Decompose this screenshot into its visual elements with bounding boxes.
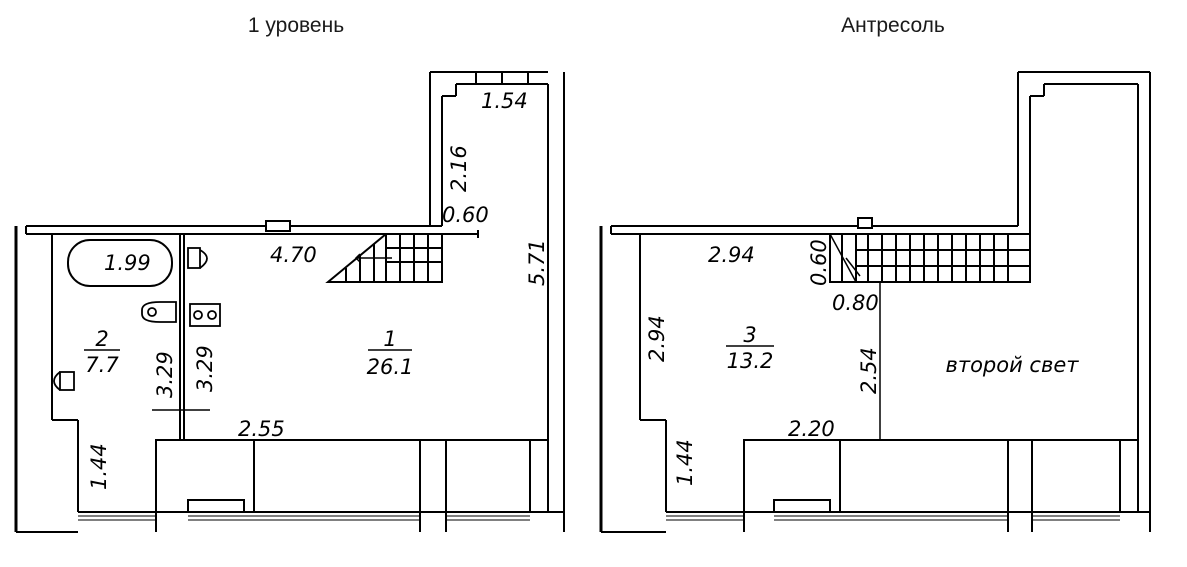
mezz-dim-1-44: 1.44 [673,439,697,486]
dim-2-55: 2.55 [238,417,285,441]
sink-icon [141,301,177,323]
room-number: 1 [383,327,396,351]
dim-3-29-left: 3.29 [153,351,177,398]
dim-1-99: 1.99 [104,251,151,275]
room-label-2: 2 7.7 [84,327,120,377]
mezz-dim-0-80: 0.80 [832,291,879,315]
room-area: 7.7 [85,353,119,377]
dim-0-60: 0.60 [442,203,489,227]
toilet-icon [187,247,208,269]
void-label: второй свет [945,353,1079,377]
level1-plan [14,71,565,533]
mezz-dim-2-20: 2.20 [788,417,835,441]
dim-4-70: 4.70 [270,243,317,267]
mezzanine-staircase [829,233,1031,283]
mezzanine-plan [599,71,1151,533]
room-area: 13.2 [727,349,774,373]
mezz-dim-0-60: 0.60 [807,239,831,286]
dim-1-44: 1.44 [87,443,111,490]
mezz-dim-2-94-top: 2.94 [708,243,755,267]
bathtub [67,239,173,287]
washbasin-icon [53,371,75,391]
dim-3-29-right: 3.29 [193,345,217,392]
dim-1-54: 1.54 [481,89,528,113]
room-number: 2 [95,327,108,351]
room-label-3: 3 13.2 [726,323,774,373]
room-area: 26.1 [367,355,414,379]
mezzanine-title: Антресоль [841,14,945,37]
mezz-dim-2-94-left: 2.94 [645,315,669,362]
stove-icon [189,303,221,327]
room-number: 3 [743,323,756,347]
mezz-dim-2-54: 2.54 [857,347,881,394]
dim-2-16: 2.16 [447,145,471,192]
level1-title: 1 уровень [247,14,345,37]
staircase [325,233,443,283]
room-label-1: 1 26.1 [367,327,414,379]
dim-5-71: 5.71 [525,239,549,286]
